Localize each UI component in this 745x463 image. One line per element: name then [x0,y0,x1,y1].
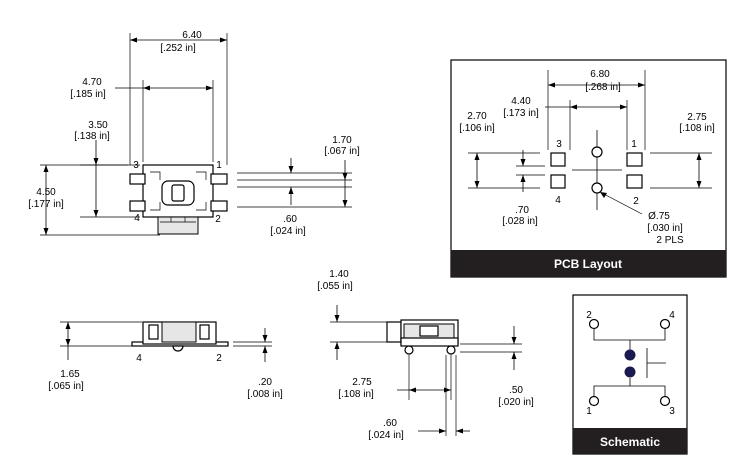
schematic-pin-label-4: 4 [669,310,675,321]
dim-height-value: 1.65 [60,369,80,380]
front-pin-label-4: 4 [136,353,142,364]
front-pin-label-2: 2 [216,353,222,364]
pcb-pin-label-2: 2 [633,196,639,207]
dim-standoff-value: .20 [258,377,272,388]
switch-bottom-tab [157,216,199,235]
dim-thickness-value: 1.70 [332,135,352,146]
dim-thickness-inch: [.067 in] [324,146,360,157]
pcb-pad-4 [550,174,566,189]
front-view: 1.65 [.065 in] 4 2 .20 [.008 in] [48,321,283,400]
pcb-dim-inner-value: 4.40 [511,96,531,107]
pcb-pad-2 [626,174,643,189]
schematic-title: Schematic [600,435,660,449]
dim-total-h-value: 4.50 [36,187,56,198]
pcb-dim-outer-inch: [.268 in] [585,82,621,93]
pin-label-1: 1 [216,160,222,171]
pcb-dim-hole-inch: [.030 in] [647,223,683,234]
pcb-dim-right-inch: [.108 in] [679,123,715,134]
dim-lead-value: .60 [283,214,297,225]
side-view: 1.40 [.055 in] .50 [.020 in] 2.75 [.108 … [317,269,534,441]
dim-pin-span-inch: [.185 in] [70,89,106,100]
lead-2 [210,200,228,212]
schematic-pin-label-2: 2 [586,310,592,321]
pcb-pin-label-4: 4 [555,195,561,206]
pcb-pad-1 [626,152,643,167]
dim-body-value: 2.75 [352,377,372,388]
pcb-dim-outer-value: 6.80 [590,69,610,80]
dim-total-h-inch: [.177 in] [28,199,64,210]
pcb-dim-right-value: 2.75 [687,112,707,123]
dim-lead-h-inch: [.020 in] [498,397,534,408]
pcb-dim-pad-value: .70 [515,205,529,216]
pcb-dim-hole-value: Ø.75 [648,211,670,222]
pcb-hole-bottom [591,182,603,194]
pcb-pin-label-1: 1 [631,139,637,150]
dim-actuator-value: 1.40 [329,269,349,280]
pin-label-2: 2 [215,214,221,225]
pcb-dim-inner-inch: [.173 in] [503,108,539,119]
dim-lead-w-inch: [.024 in] [368,430,404,441]
schematic-panel: Schematic 2 4 1 3 [572,294,688,455]
pcb-dim-hole-count: 2 PLS [656,235,684,246]
lead-3 [129,173,146,185]
dim-body-inch: [.108 in] [338,389,374,400]
pin-label-4: 4 [134,213,140,224]
dim-body-h-value: 3.50 [88,120,108,131]
schematic-pin-label-3: 3 [669,406,675,417]
pcb-dim-left-value: 2.70 [467,111,487,122]
schematic-title-bar [573,428,687,454]
dim-height-inch: [.065 in] [48,381,84,392]
pcb-layout-panel: PCB Layout 6.80 [.268 in] 4.40 [.173 in]… [450,59,727,278]
dim-lead-h-value: .50 [509,385,523,396]
dim-width-inch: [.252 in] [160,43,196,54]
schematic-pin-label-1: 1 [586,406,592,417]
top-view: 6.40 [.252 in] 4.70 [.185 in] 3.50 [.138… [28,30,228,236]
pcb-dim-pad-inch: [.028 in] [502,216,538,227]
dim-lead-w-value: .60 [383,418,397,429]
lead-1 [210,173,228,185]
thickness-view: 1.70 [.067 in] .60 [.024 in] [237,135,360,237]
dim-width-value: 6.40 [182,30,202,41]
lead-4 [129,200,146,212]
dim-actuator-inch: [.055 in] [317,281,353,292]
pcb-layout-title-bar [451,250,726,277]
pcb-pad-3 [550,152,566,167]
pcb-layout-title: PCB Layout [554,257,622,271]
dim-standoff-inch: [.008 in] [247,389,283,400]
dim-pin-span-value: 4.70 [82,77,102,88]
dim-body-h-inch: [.138 in] [74,131,110,142]
pcb-dim-left-inch: [.106 in] [459,123,495,134]
pcb-hole-top [591,146,603,158]
pin-label-3: 3 [133,160,139,171]
pcb-pin-label-3: 3 [556,139,562,150]
side-actuator [386,321,402,343]
dim-lead-inch: [.024 in] [270,226,306,237]
